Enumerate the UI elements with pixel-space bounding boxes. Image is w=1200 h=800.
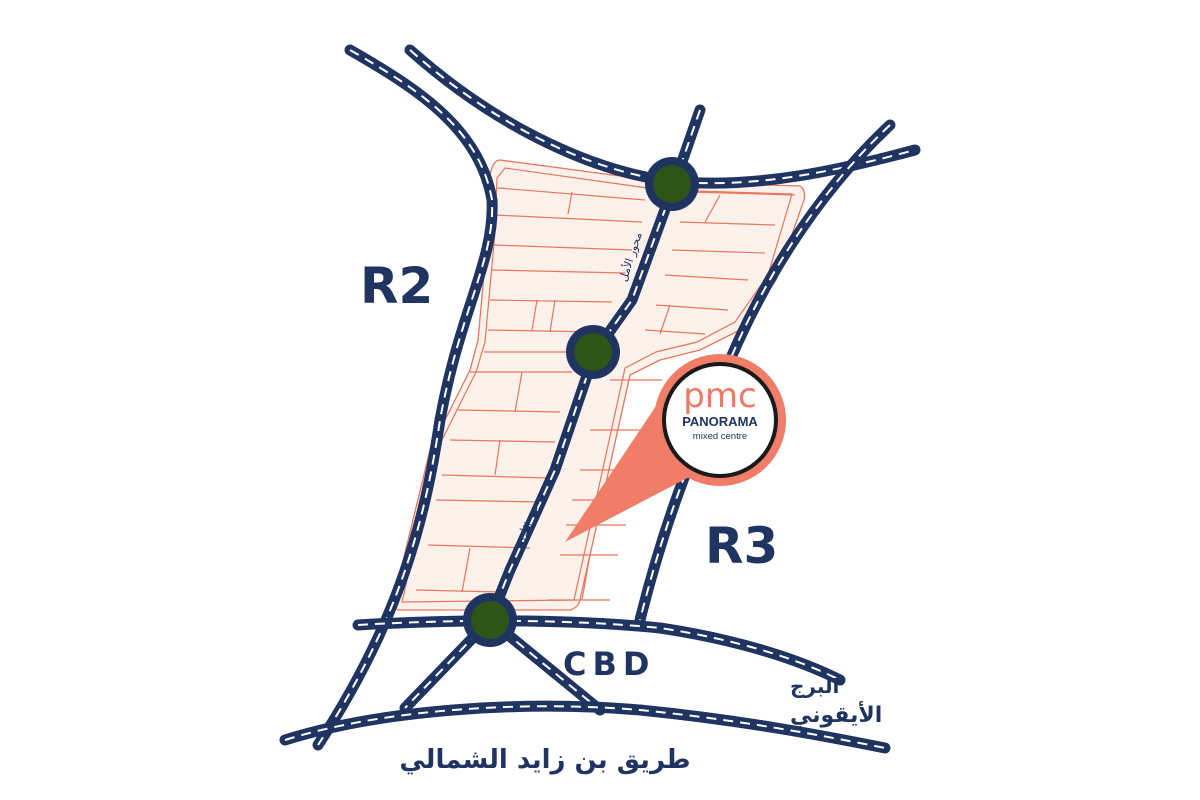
logo-brand-name: PANORAMA (682, 414, 758, 429)
logo-tagline: mixed centre (693, 431, 747, 442)
zone-label-r2: R2 (360, 257, 433, 315)
roundabout-south[interactable] (463, 593, 517, 647)
road-r2 (312, 44, 498, 751)
bin-zayed-road-label: طريق بن زايد الشمالي (399, 745, 690, 775)
road-bin-zayed-north (279, 700, 891, 754)
road-south (352, 615, 846, 686)
zone-label-cbd: CBD (563, 645, 655, 683)
roundabout-icon (653, 165, 691, 203)
roundabout-icon (471, 601, 509, 639)
project-marker[interactable]: pmc PANORAMA mixed centre (565, 354, 786, 542)
logo-mark: pmc (683, 376, 756, 416)
roundabout-middle[interactable] (566, 325, 620, 379)
plots-upper-right (644, 191, 796, 335)
icon-tower-label-line2: الأيقوني (790, 700, 882, 728)
development-boundary-inner (401, 167, 793, 603)
panorama-logo-icon: pmc PANORAMA mixed centre (682, 376, 758, 442)
plots-upper-left (484, 187, 646, 353)
roundabout-icon (574, 333, 612, 371)
plot-area (392, 159, 806, 611)
roundabouts (463, 157, 699, 647)
plots-lower-left (415, 371, 572, 593)
zone-label-r3: R3 (705, 517, 778, 575)
icon-tower-label-line1: البرج (790, 674, 839, 698)
roundabout-north[interactable] (645, 157, 699, 211)
